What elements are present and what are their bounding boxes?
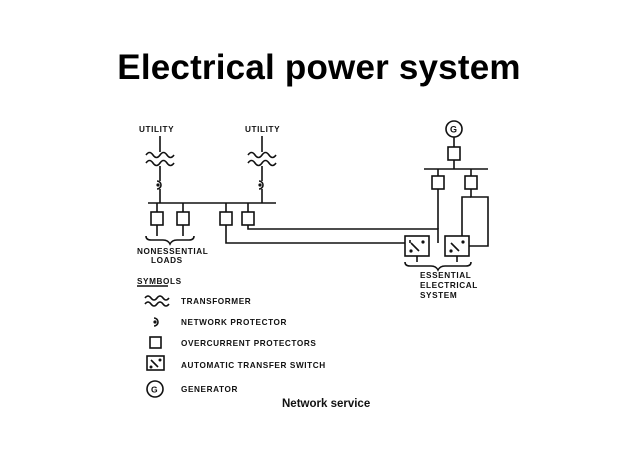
legend-label: GENERATOR — [181, 385, 238, 394]
network-protector-icon — [153, 317, 159, 327]
legend-heading: SYMBOLS — [137, 277, 182, 286]
transformer-icon — [247, 151, 277, 167]
overcurrent-protector-icon — [431, 175, 445, 190]
network-protector-icon — [156, 180, 162, 190]
utility-feed-2: UTILITY — [245, 125, 280, 203]
diagram-caption: Network service — [282, 398, 370, 410]
transformer-icon — [145, 151, 175, 167]
nonessential-loads-label: NONESSENTIAL — [137, 247, 208, 256]
main-bus — [148, 202, 276, 236]
legend-label: AUTOMATIC TRANSFER SWITCH — [181, 361, 326, 370]
automatic-transfer-switch-icon — [404, 235, 430, 257]
overcurrent-protector-icon — [241, 211, 255, 226]
page-title: Electrical power system — [117, 48, 521, 87]
automatic-transfer-switch-icon — [444, 235, 470, 257]
transformer-icon — [144, 295, 170, 307]
legend-label: NETWORK PROTECTOR — [181, 318, 287, 327]
generator-symbol: G — [151, 385, 158, 395]
legend-label: OVERCURRENT PROTECTORS — [181, 339, 316, 348]
essential-system-label: ELECTRICAL — [420, 281, 478, 290]
overcurrent-protector-icon — [150, 211, 164, 226]
essential-system-brace — [404, 261, 472, 272]
utility-label: UTILITY — [139, 125, 174, 134]
legend-label: TRANSFORMER — [181, 297, 251, 306]
nonessential-loads-label: LOADS — [151, 256, 183, 265]
generator-symbol: G — [450, 125, 457, 135]
symbols-legend: SYMBOLS TRANSFORMER NETWORK PROTECTOR OV… — [137, 277, 326, 398]
overcurrent-protector-icon — [464, 175, 478, 190]
overcurrent-protector-icon — [447, 146, 461, 161]
network-protector-icon — [258, 180, 264, 190]
utility-label: UTILITY — [245, 125, 280, 134]
generator-source: G — [424, 120, 489, 247]
overcurrent-protector-icon — [219, 211, 233, 226]
feeder-lines — [225, 225, 439, 244]
utility-feed-1: UTILITY — [139, 125, 175, 203]
essential-system-label: ESSENTIAL — [420, 271, 471, 280]
overcurrent-protector-icon — [149, 336, 162, 349]
overcurrent-protector-icon — [176, 211, 190, 226]
nonessential-loads-brace — [145, 235, 195, 246]
automatic-transfer-switch-icon — [146, 355, 165, 371]
essential-system-label: SYSTEM — [420, 291, 457, 300]
generator-icon — [146, 380, 164, 398]
